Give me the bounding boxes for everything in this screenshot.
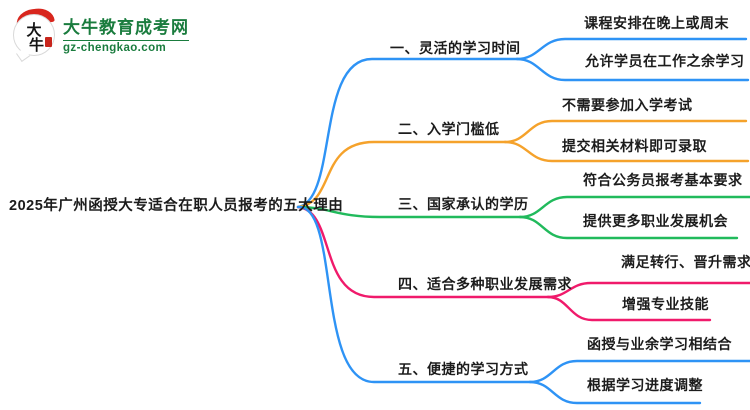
branch-2-child-2: 提交相关材料即可录取 xyxy=(562,138,707,154)
logo-red-seal xyxy=(45,37,52,47)
daniu-logo-icon: 大 牛 xyxy=(12,6,58,60)
branch-2-child-1: 不需要参加入学考试 xyxy=(562,97,693,113)
branch-4-child-1: 满足转行、晋升需求 xyxy=(621,254,750,270)
branch-5-connector xyxy=(296,205,750,405)
site-domain: gz-chengkao.com xyxy=(63,40,189,55)
branch-3-label: 三、国家承认的学历 xyxy=(398,196,529,212)
branch-5-child-2: 根据学习进度调整 xyxy=(587,377,703,393)
branch-2-connector xyxy=(296,119,750,209)
branch-4-child-2: 增强专业技能 xyxy=(622,296,709,312)
root-topic: 2025年广州函授大专适合在职人员报考的五大理由 xyxy=(9,198,344,214)
site-logo[interactable]: 大 牛 大牛教育成考网 gz-chengkao.com xyxy=(12,6,189,60)
branch-3-child-1: 符合公务员报考基本要求 xyxy=(583,172,743,188)
logo-characters: 大 牛 xyxy=(26,22,44,54)
branch-1-connector xyxy=(296,37,750,209)
branch-5-child-1: 函授与业余学习相结合 xyxy=(587,336,732,352)
site-name: 大牛教育成考网 xyxy=(63,18,189,37)
branch-1-label: 一、灵活的学习时间 xyxy=(390,40,521,56)
branch-5-label: 五、便捷的学习方式 xyxy=(398,361,529,377)
branch-4-label: 四、适合多种职业发展需求 xyxy=(398,276,572,292)
logo-speech-bubble: 大 牛 xyxy=(13,14,55,56)
branch-1-child-2: 允许学员在工作之余学习 xyxy=(585,53,745,69)
branch-3-child-2: 提供更多职业发展机会 xyxy=(583,213,728,229)
branch-2-label: 二、入学门槛低 xyxy=(398,121,500,137)
logo-text-block: 大牛教育成考网 gz-chengkao.com xyxy=(63,18,189,55)
branch-3-connector xyxy=(296,195,750,240)
branch-1-child-1: 课程安排在晚上或周末 xyxy=(584,15,729,31)
